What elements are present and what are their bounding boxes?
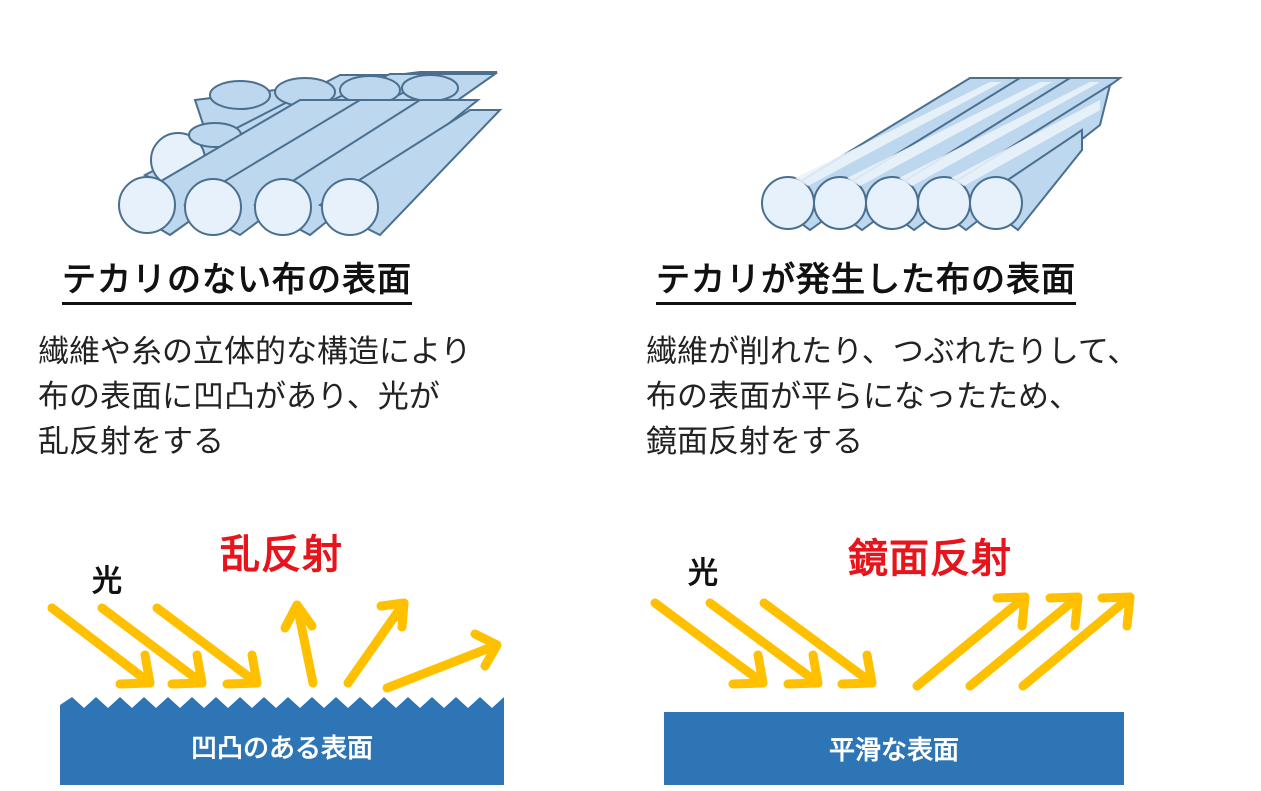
left-description: 繊維や糸の立体的な構造により 布の表面に凹凸があり、光が 乱反射をする bbox=[38, 330, 471, 465]
incoming-light-arrow bbox=[759, 598, 877, 689]
rough-fabric-illustration bbox=[47, 71, 504, 785]
shiny-stripes bbox=[795, 82, 1100, 186]
rough-surface bbox=[60, 697, 504, 785]
reflected-light-arrow bbox=[965, 592, 1083, 691]
left-reflection-label: 乱反射 bbox=[220, 532, 343, 578]
incoming-light-arrow bbox=[47, 603, 155, 689]
scattered-light-arrow bbox=[280, 600, 318, 688]
right-description: 繊維が削れたり、つぶれたりして、 布の表面が平らになったため、 鏡面反射をする bbox=[646, 330, 1138, 465]
right-light-label: 光 bbox=[688, 556, 718, 591]
fiber-rod bbox=[118, 99, 364, 237]
right-description-line: 布の表面が平らになったため、 bbox=[646, 379, 1080, 415]
flattened-fibers bbox=[761, 77, 1124, 232]
fiber-rod bbox=[317, 109, 503, 237]
right-description-line: 繊維が削れたり、つぶれたりして、 bbox=[646, 334, 1139, 370]
right-panel: テカリが発生した布の表面 繊維が削れたり、つぶれたりして、 布の表面が平らになっ… bbox=[630, 0, 1250, 791]
rough-fibers bbox=[118, 71, 503, 237]
incoming-light-arrow bbox=[97, 603, 207, 689]
smooth-surface bbox=[664, 712, 1124, 785]
left-description-line: 布の表面に凹凸があり、光が bbox=[38, 379, 440, 415]
left-surface-label: 凹凸のある表面 bbox=[190, 734, 373, 764]
incoming-light-arrow bbox=[705, 598, 823, 689]
smooth-fabric-illustration bbox=[650, 77, 1135, 785]
scattered-light-arrow bbox=[343, 598, 409, 688]
left-description-line: 乱反射をする bbox=[38, 424, 224, 460]
scattered-light-arrow bbox=[382, 629, 502, 693]
incoming-light-arrow bbox=[650, 598, 768, 689]
reflected-light-arrow bbox=[1018, 592, 1135, 691]
right-surface-label: 平滑な表面 bbox=[828, 736, 959, 766]
right-description-line: 鏡面反射をする bbox=[646, 424, 863, 460]
left-title: テカリのない布の表面 bbox=[62, 260, 412, 305]
left-panel: テカリのない布の表面 繊維や糸の立体的な構造により 布の表面に凹凸があり、光が … bbox=[0, 0, 620, 791]
left-description-line: 繊維や糸の立体的な構造により bbox=[38, 334, 472, 370]
right-title: テカリが発生した布の表面 bbox=[656, 260, 1076, 305]
right-reflection-label: 鏡面反射 bbox=[848, 536, 1012, 582]
reflected-light-arrow bbox=[912, 592, 1030, 691]
left-light-label: 光 bbox=[92, 564, 122, 599]
fiber-rod bbox=[253, 99, 481, 237]
incoming-light-arrow bbox=[152, 603, 262, 689]
fiber-rod bbox=[969, 128, 1083, 232]
